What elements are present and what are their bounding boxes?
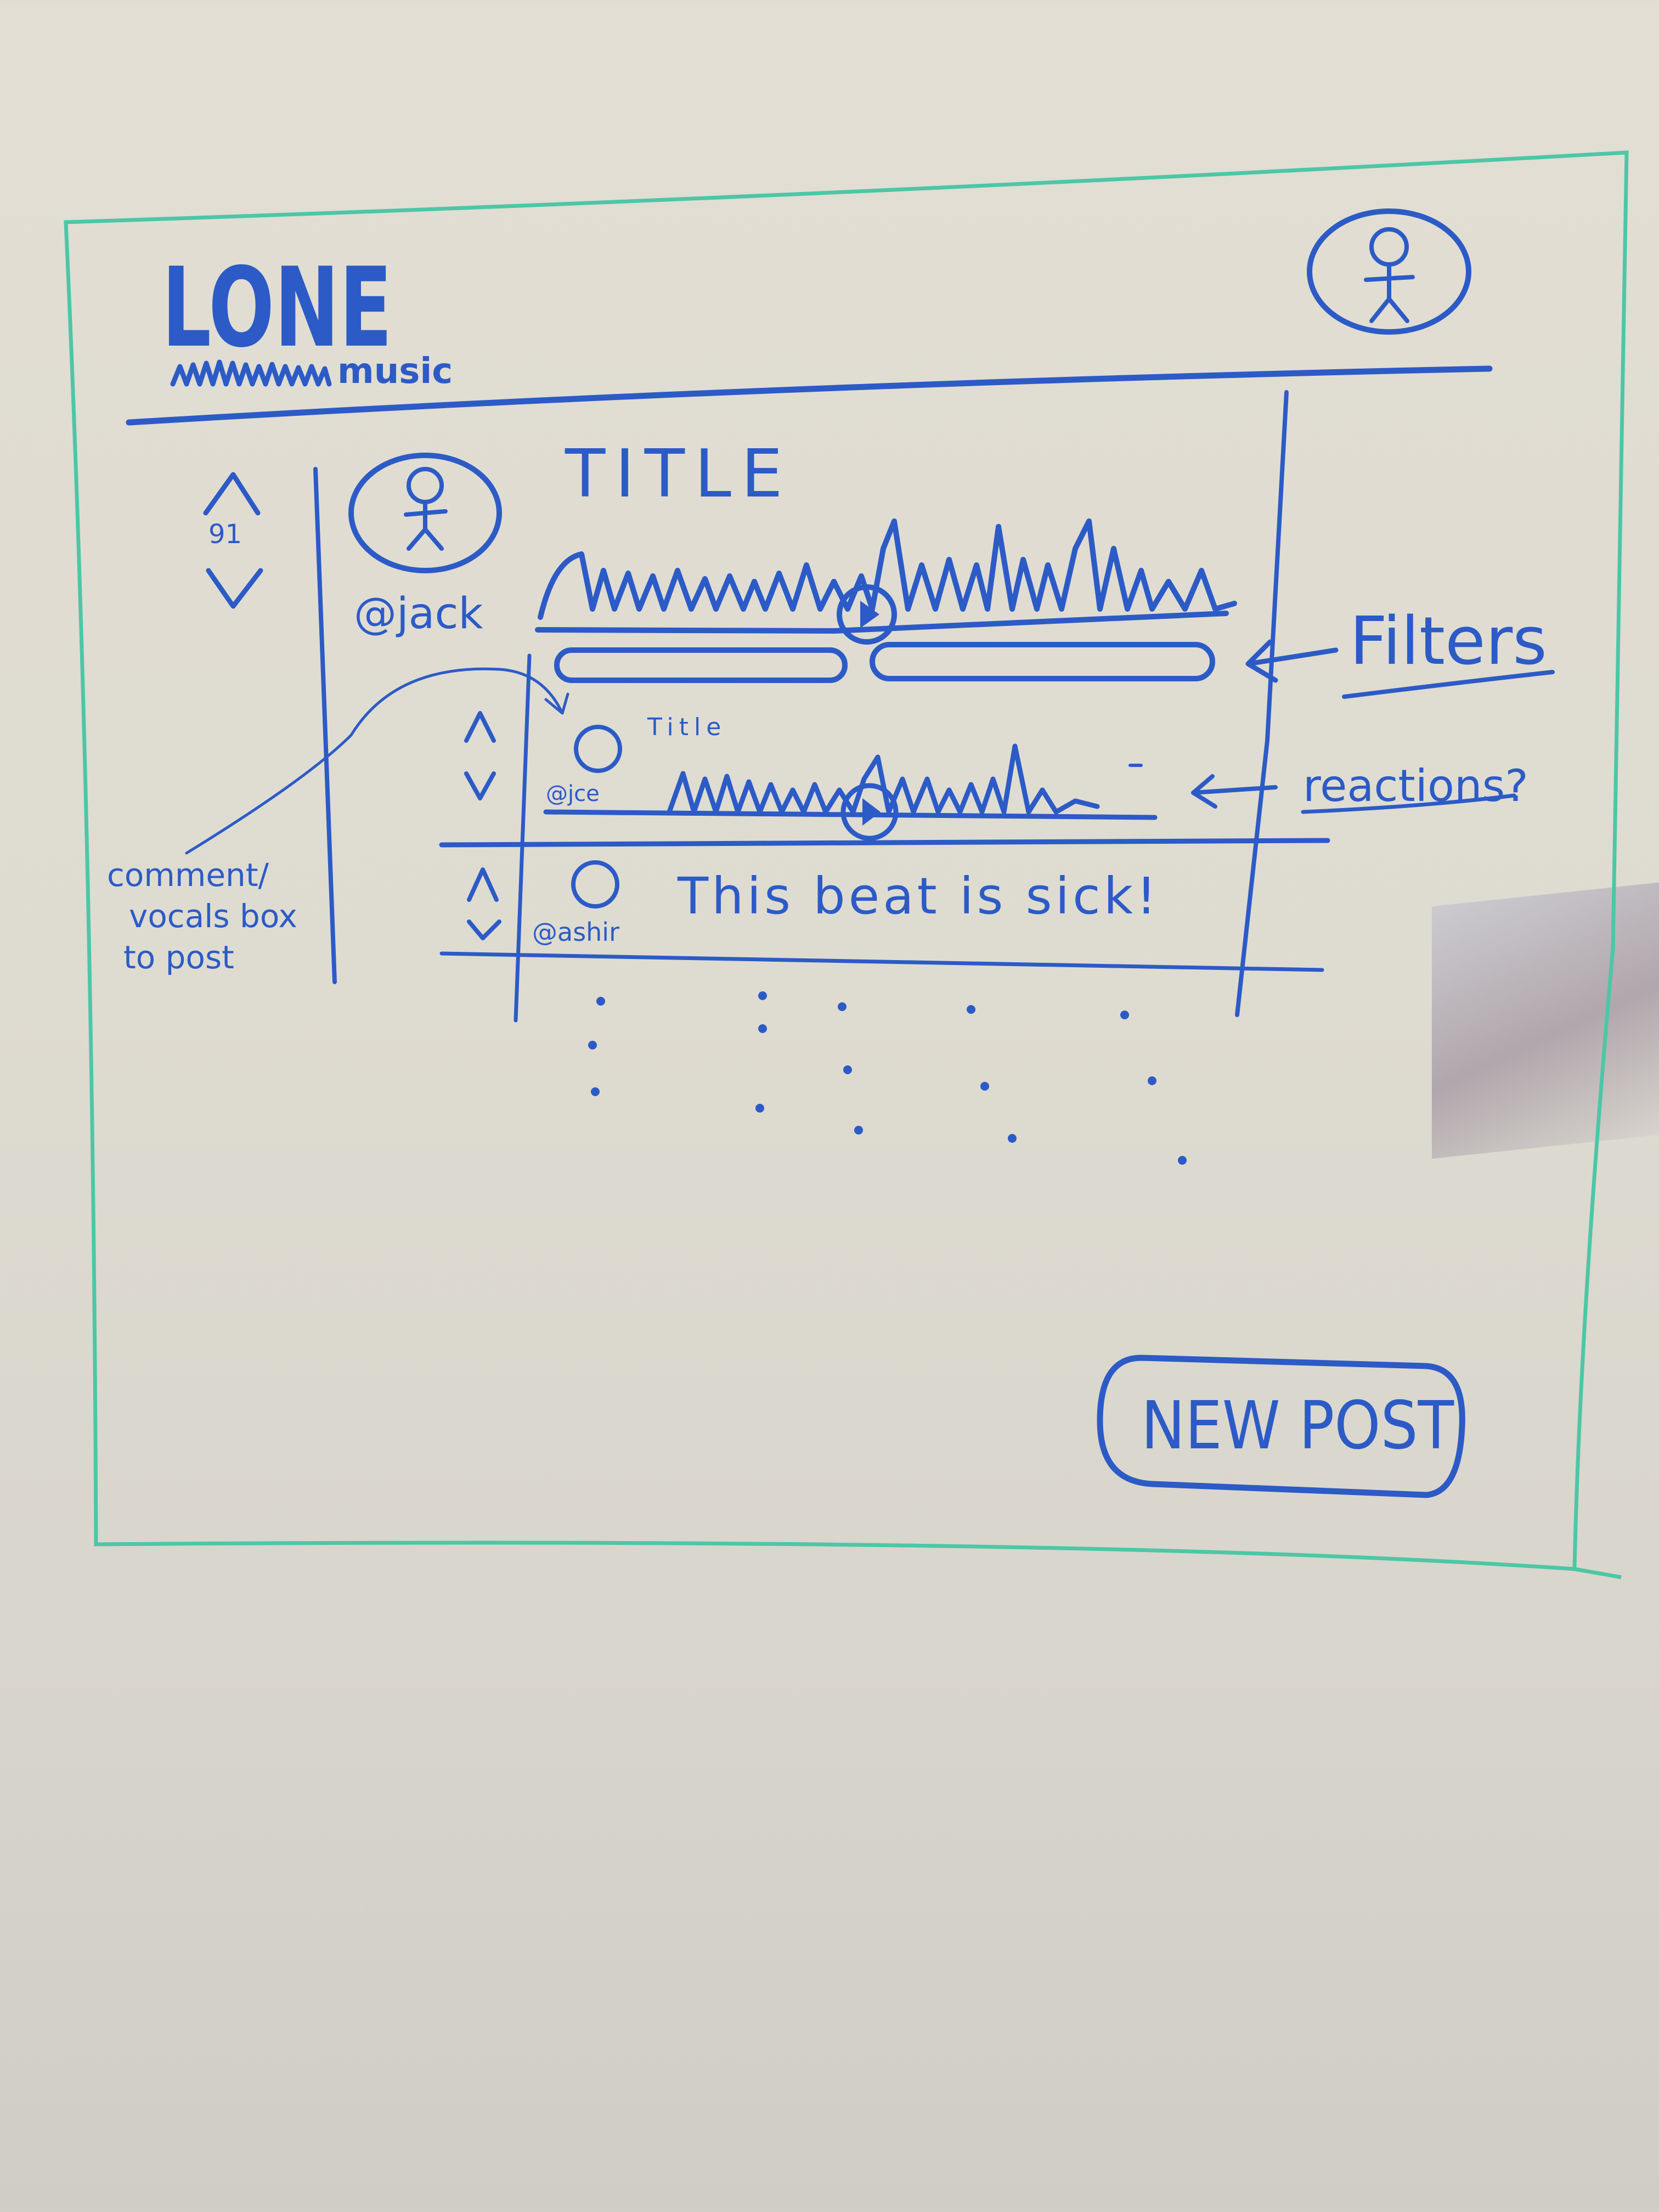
comment-annotation-line-3: to post: [123, 939, 234, 976]
replies-left-divider: [514, 653, 532, 1023]
reactions-arrow-icon: [1191, 774, 1278, 809]
reply-2-downvote-arrow-icon[interactable]: [467, 919, 501, 940]
post-comment-action-button[interactable]: [554, 647, 848, 683]
post-vote-count: 91: [208, 519, 242, 550]
filters-underline: [1342, 670, 1555, 699]
comment-annotation-line-2: vocals box: [129, 898, 297, 935]
new-post-label: NEW POST: [1141, 1388, 1454, 1464]
post-upvote-arrow-icon[interactable]: [203, 472, 261, 516]
thread-bottom-divider: [439, 951, 1324, 972]
main-left-divider: [313, 467, 337, 984]
reply-1-avatar-icon: [574, 725, 622, 773]
reply-1-username[interactable]: @jce: [546, 781, 600, 806]
more-items-ellipsis: [588, 991, 1187, 1165]
reply-2-username[interactable]: @ashir: [532, 917, 619, 947]
logo-waveform-icon: [170, 359, 332, 387]
reply-divider: [439, 838, 1330, 848]
post-waveform-baseline: [535, 611, 1229, 634]
filters-divider: [1235, 390, 1289, 1017]
comment-annotation-line-1: comment/: [107, 856, 269, 894]
reactions-underline: [1301, 793, 1516, 814]
post-avatar-icon: [348, 453, 502, 573]
reply-2-upvote-arrow-icon[interactable]: [467, 867, 499, 902]
logo-title: LONE: [162, 244, 392, 372]
reply-1-play-button-icon[interactable]: [840, 783, 899, 841]
post-title: TITLE: [565, 436, 793, 512]
new-post-button[interactable]: NEW POST: [1097, 1355, 1465, 1498]
post-downvote-arrow-icon[interactable]: [206, 568, 263, 609]
post-username[interactable]: @jack: [354, 589, 483, 639]
reply-1-downvote-arrow-icon[interactable]: [464, 771, 496, 800]
header-divider: [126, 365, 1493, 426]
post-vocals-action-button[interactable]: [870, 642, 1215, 681]
post-play-button-icon[interactable]: [837, 584, 897, 645]
reply-2-avatar-icon: [571, 860, 619, 909]
profile-avatar-icon[interactable]: [1307, 208, 1471, 335]
reply-1-title: Title: [647, 713, 726, 741]
reply-2-text: This beat is sick!: [677, 867, 1160, 926]
comment-box-annotation: comment/ vocals box to post: [107, 856, 297, 976]
filters-annotation: Filters: [1350, 603, 1547, 680]
filters-arrow-icon: [1245, 639, 1339, 683]
logo-subtitle: music: [337, 351, 453, 392]
reactions-annotation: reactions?: [1303, 760, 1528, 811]
reply-1-waveform-baseline: [543, 809, 1158, 820]
reply-1-waveform: [667, 743, 1100, 815]
wireframe-frame: [64, 150, 1629, 1571]
comment-annotation-arrow-icon: [185, 667, 569, 855]
post-waveform: [538, 518, 1237, 620]
reply-1-upvote-arrow-icon[interactable]: [464, 711, 496, 743]
